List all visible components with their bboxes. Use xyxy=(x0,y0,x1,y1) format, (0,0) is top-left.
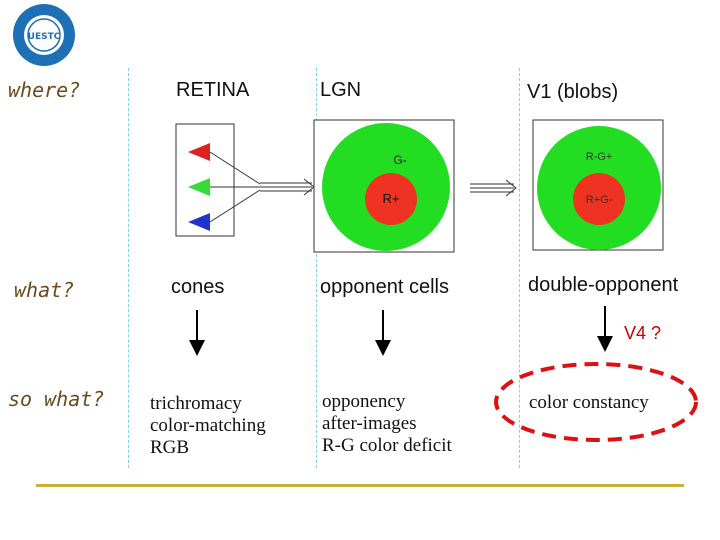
so-what-item: color-matching xyxy=(150,415,266,436)
color-constancy-highlight-ellipse xyxy=(494,362,698,442)
lgn-center-label: R+ xyxy=(383,191,400,206)
column-header-v1: V1 (blobs) xyxy=(527,81,619,103)
logo-text: UESTC xyxy=(28,32,61,42)
what-label-cones: cones xyxy=(171,276,225,298)
lgn-cell-diagram: G- R+ xyxy=(313,119,455,253)
v1-center-circle xyxy=(573,173,625,225)
column-header-lgn: LGN xyxy=(320,79,362,101)
lgn-center-circle xyxy=(365,173,417,225)
so-what-item: trichromacy xyxy=(150,393,242,414)
what-label-double-opponent: double-opponent xyxy=(528,274,679,296)
row-label-where: where? xyxy=(8,78,81,102)
row-label-so-what: so what? xyxy=(8,387,105,411)
lgn-surround-label: G- xyxy=(393,153,406,167)
row-label-what: what? xyxy=(14,278,75,302)
so-what-item: RGB xyxy=(150,437,190,458)
blue-cone-icon xyxy=(188,213,210,231)
green-cone-icon xyxy=(188,178,210,196)
column-header-retina: RETINA xyxy=(176,79,250,101)
column-divider xyxy=(519,68,520,468)
so-what-retina-list: trichromacy color-matching RGB xyxy=(150,393,266,459)
column-divider xyxy=(316,68,317,468)
v1-surround-label: R-G+ xyxy=(586,151,613,163)
so-what-item: color constancy xyxy=(529,392,649,413)
so-what-item: after-images xyxy=(322,413,417,434)
what-label-opponent-cells: opponent cells xyxy=(320,276,449,298)
v1-center-label: R+G- xyxy=(586,194,613,206)
so-what-item: opponency xyxy=(322,391,406,412)
logo-inner-disc xyxy=(24,15,64,55)
so-what-v1-list: color constancy xyxy=(529,392,649,414)
logo-emblem-ring xyxy=(27,18,61,52)
down-arrow-icon xyxy=(375,310,391,356)
so-what-lgn-list: opponency after-images R-G color deficit xyxy=(322,391,452,457)
retina-cones-diagram xyxy=(175,123,315,237)
column-divider xyxy=(128,68,129,468)
retina-box xyxy=(175,123,235,237)
so-what-item: R-G color deficit xyxy=(322,435,452,456)
v4-question-label: V4 ? xyxy=(624,323,662,343)
v1-blob-cell-diagram: R-G+ R+G- xyxy=(532,119,664,251)
red-cone-icon xyxy=(188,143,210,161)
uestc-logo: UESTC xyxy=(13,4,75,66)
bottom-divider-rule xyxy=(36,484,684,487)
cone-connection-line xyxy=(209,189,261,223)
cone-connection-line xyxy=(209,151,261,185)
lgn-to-v1-arrow-icon xyxy=(470,179,517,197)
down-arrow-icon xyxy=(189,310,205,356)
down-arrow-icon xyxy=(597,306,613,352)
